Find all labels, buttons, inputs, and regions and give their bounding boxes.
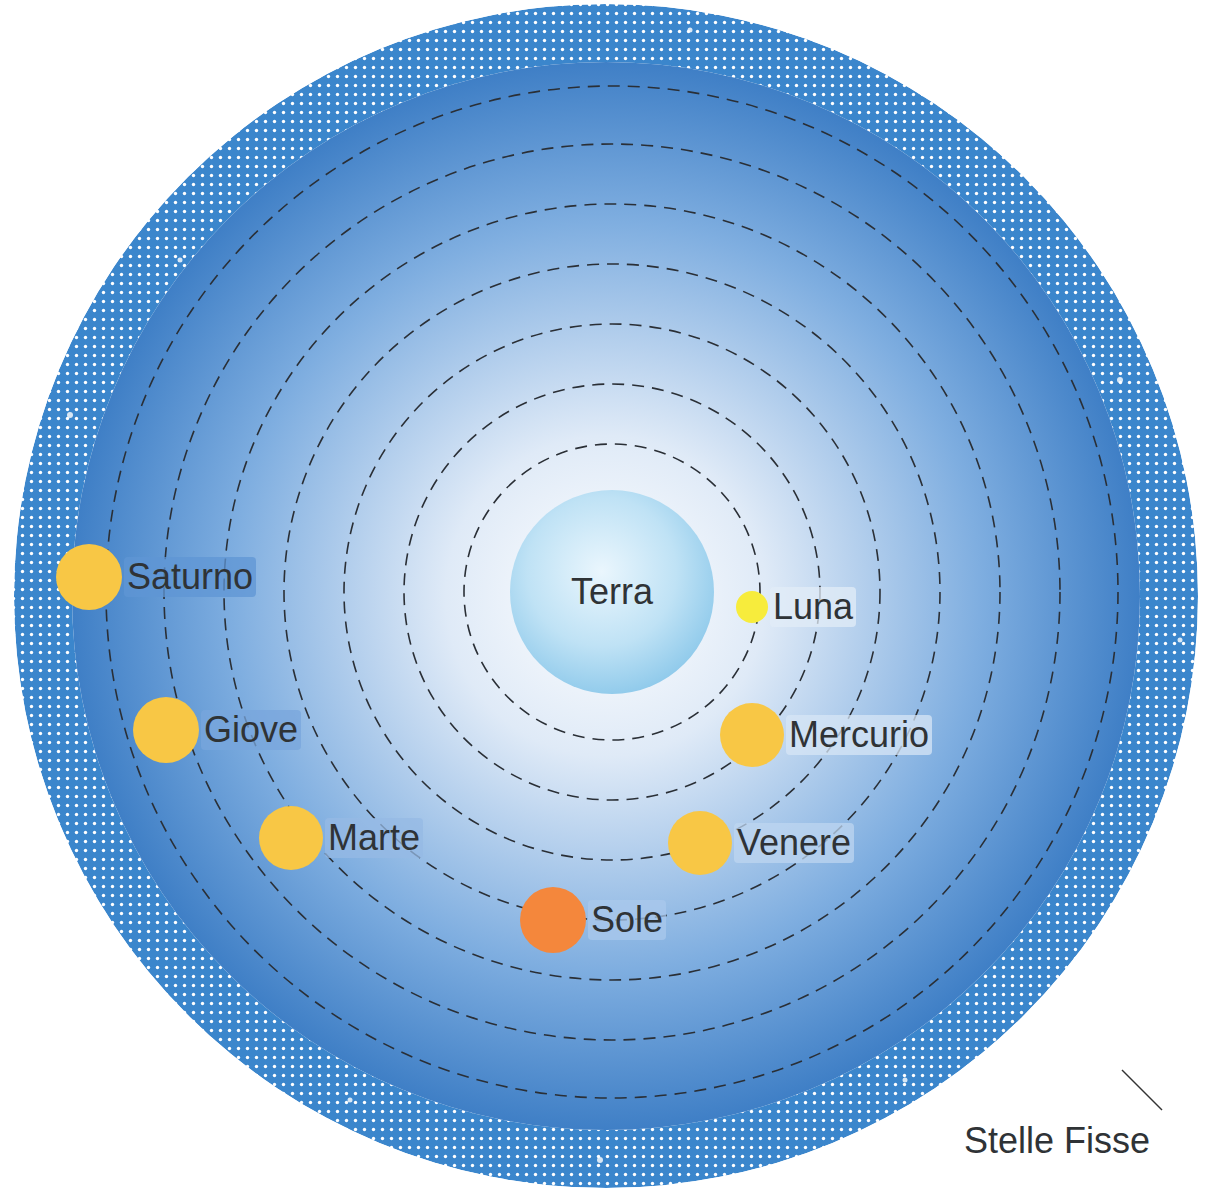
planet-body: Mercurio xyxy=(720,703,932,767)
orbit-rings xyxy=(106,86,1118,1098)
planet-body: Marte xyxy=(259,806,423,870)
orbit-ring xyxy=(464,444,760,740)
orbit-ring xyxy=(284,264,940,920)
planet-disc xyxy=(259,806,323,870)
sky-disc xyxy=(72,62,1140,1130)
body-label: Venere xyxy=(734,823,854,863)
body-label: Mercurio xyxy=(786,715,932,755)
moon-body: Luna xyxy=(736,591,856,623)
planet-disc xyxy=(56,544,122,610)
earth-label: Terra xyxy=(568,572,656,612)
planet-body: Venere xyxy=(668,811,854,875)
orbit-ring xyxy=(344,324,880,860)
sun-body: Sole xyxy=(520,887,666,953)
orbit-ring xyxy=(106,86,1118,1098)
body-label: Saturno xyxy=(124,557,256,597)
moon-disc xyxy=(736,591,768,623)
planet-body: Giove xyxy=(133,697,301,763)
body-label: Luna xyxy=(770,587,856,627)
planet-disc xyxy=(720,703,784,767)
fixed-stars-label: Stelle Fisse xyxy=(962,1120,1152,1162)
body-label: Marte xyxy=(325,818,423,858)
orbit-ring xyxy=(224,204,1000,980)
orbit-ring xyxy=(164,144,1060,1040)
planet-disc xyxy=(133,697,199,763)
fixed-stars-band xyxy=(14,4,1198,1188)
star-sparkles xyxy=(67,28,1183,1164)
earth-circle: Terra xyxy=(510,490,714,694)
planet-body: Saturno xyxy=(56,544,256,610)
body-label: Giove xyxy=(201,710,301,750)
orbit-ring xyxy=(404,384,820,800)
sun-disc xyxy=(520,887,586,953)
body-label: Sole xyxy=(588,900,666,940)
leader-line xyxy=(1122,1070,1162,1110)
planet-disc xyxy=(668,811,732,875)
